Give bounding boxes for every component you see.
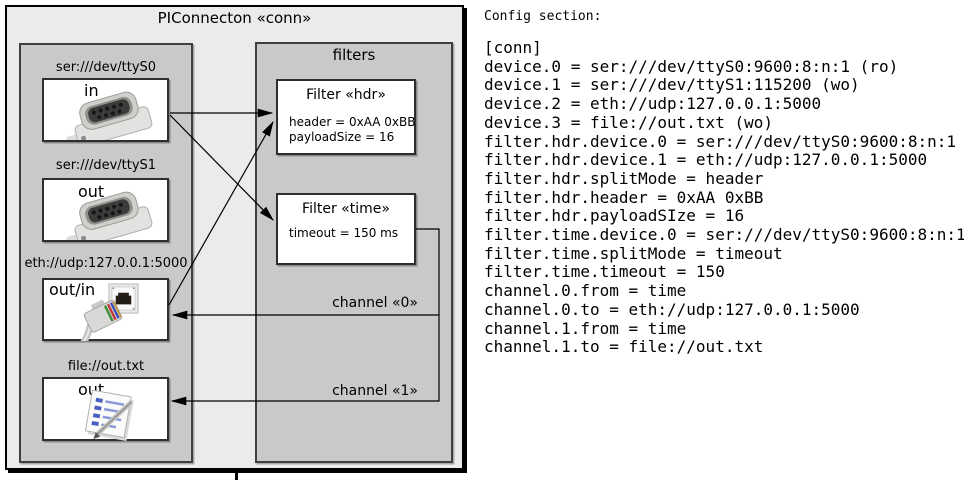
text-file-icon xyxy=(84,390,134,441)
config-heading: Config section: xyxy=(484,9,602,24)
filter-title: Filter «time» xyxy=(302,201,390,217)
component-bottom-tick xyxy=(235,471,238,480)
device-box-ttys0: in xyxy=(42,78,169,142)
device-label-ttys1: ser:///dev/ttyS1 xyxy=(55,158,157,173)
ethernet-plug-icon xyxy=(75,299,123,341)
component-title: PIConnecton «conn» xyxy=(157,9,312,27)
device-box-file: out xyxy=(42,377,169,441)
serial-connector-icon xyxy=(66,91,153,140)
device-box-ttys1: out xyxy=(42,178,169,242)
ethernet-port-icon xyxy=(108,283,139,314)
device-label-eth: eth://udp:127.0.0.1:5000 xyxy=(24,256,188,271)
filter-attr: header = 0xAA 0xBB xyxy=(289,115,416,129)
filter-box-hdr: Filter «hdr» header = 0xAA 0xBB payloadS… xyxy=(276,79,416,155)
port-label: in xyxy=(84,81,99,100)
device-label-file: file://out.txt xyxy=(67,359,145,374)
serial-connector-icon xyxy=(66,191,153,240)
filter-title: Filter «hdr» xyxy=(306,87,386,103)
device-label-ttys0: ser:///dev/ttyS0 xyxy=(55,60,157,75)
port-label: out/in xyxy=(49,280,96,299)
channel-0-label: channel «0» xyxy=(332,295,418,311)
channel-1-label: channel «1» xyxy=(332,383,418,399)
filters-panel-label: filters xyxy=(332,46,376,64)
filter-box-time: Filter «time» timeout = 150 ms xyxy=(276,193,416,265)
port-label: out xyxy=(78,182,105,201)
filter-attr: timeout = 150 ms xyxy=(289,226,399,240)
filter-attr: payloadSize = 16 xyxy=(289,130,395,144)
device-box-eth: out/in xyxy=(42,278,169,341)
config-body: [conn] device.0 = ser:///dev/ttyS0:9600:… xyxy=(484,38,964,357)
